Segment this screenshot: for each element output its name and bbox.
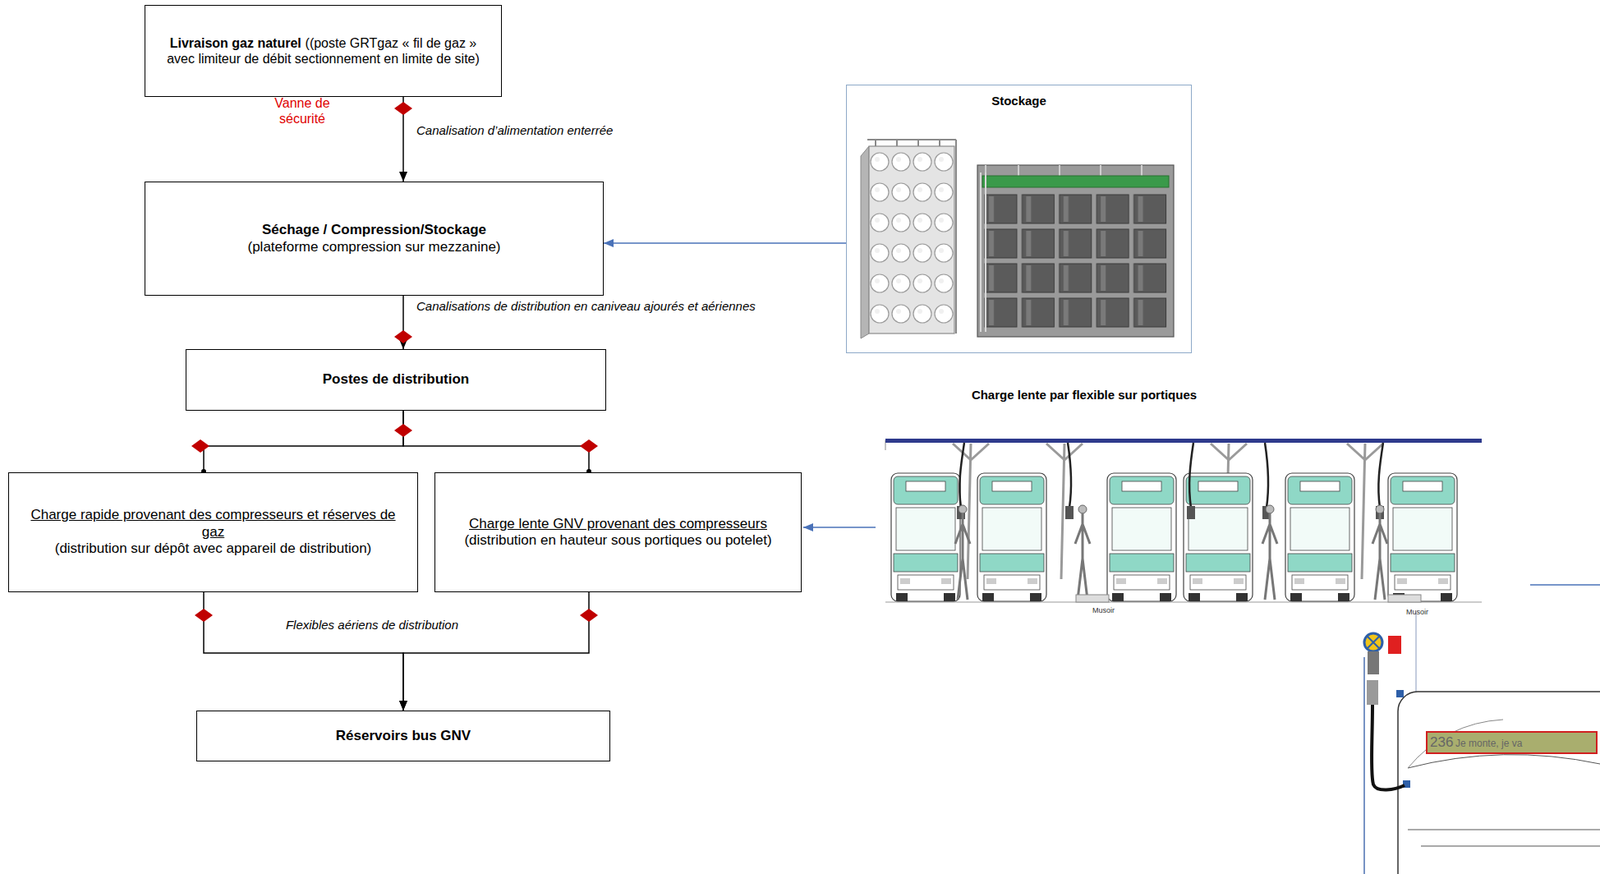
storage-cylinder-rack bbox=[985, 165, 1142, 176]
node-text: Livraison gaz naturel((poste GRTgaz « fi… bbox=[156, 35, 490, 67]
bus-detail bbox=[1363, 657, 1366, 874]
node-heading: Séchage / Compression/Stockage bbox=[235, 221, 513, 239]
process-box: Charge rapide provenant des compresseurs… bbox=[8, 472, 419, 593]
bus-detail bbox=[1364, 611, 1600, 874]
storage-sphere-rack bbox=[868, 146, 955, 334]
operators bbox=[1075, 505, 1090, 600]
bus-row bbox=[977, 473, 1047, 602]
bus-detail bbox=[1396, 689, 1404, 698]
node-body: (plateforme compression sur mezzanine) bbox=[235, 239, 513, 256]
storage-cylinder-rack bbox=[977, 165, 1174, 337]
valve-diamond bbox=[579, 439, 598, 453]
bus-detail bbox=[1364, 633, 1383, 652]
node-text: Charge rapide provenant des compresseurs… bbox=[23, 506, 403, 557]
storage-sphere-rack bbox=[860, 139, 957, 339]
connector bbox=[203, 592, 404, 711]
operators bbox=[1262, 505, 1278, 600]
connector bbox=[403, 592, 589, 711]
valve-diamond bbox=[394, 330, 413, 344]
bus-detail bbox=[1407, 754, 1600, 768]
fill-hoses bbox=[956, 442, 1384, 520]
edge-label: Flexibles aériens de distribution bbox=[257, 617, 488, 633]
process-box: Livraison gaz naturel((poste GRTgaz « fi… bbox=[144, 4, 502, 97]
storage-sphere-rack bbox=[867, 139, 957, 334]
process-box: Postes de distribution bbox=[185, 349, 607, 411]
bus-detail bbox=[1426, 731, 1597, 754]
process-box: Réservoirs bus GNV bbox=[196, 710, 611, 762]
bus-detail bbox=[1388, 635, 1402, 654]
edge-label: Canalisation d’alimentation enterrée bbox=[416, 123, 696, 138]
storage-sphere-rack bbox=[868, 149, 955, 332]
process-box: Charge lente GNV provenant des compresse… bbox=[434, 472, 802, 593]
bus-row bbox=[1285, 473, 1355, 602]
slow-fill-gantry bbox=[885, 438, 1482, 443]
pointer-line bbox=[1530, 583, 1600, 586]
operators bbox=[955, 505, 1388, 600]
storage-cylinder-rack bbox=[982, 192, 1169, 332]
bus-detail bbox=[1367, 651, 1380, 675]
operators bbox=[955, 505, 971, 600]
bus-row bbox=[891, 473, 961, 602]
operators bbox=[1372, 505, 1388, 600]
valve-diamond bbox=[194, 608, 213, 622]
fill-hoses bbox=[1186, 505, 1196, 520]
bus-row bbox=[1183, 473, 1253, 602]
node-body: (distribution sur dépôt avec appareil de… bbox=[23, 540, 403, 557]
storage-cylinder-rack bbox=[977, 165, 1174, 337]
valve-diamond bbox=[394, 423, 413, 437]
valve-label: Vanne de sécurité bbox=[261, 95, 344, 127]
bus-row bbox=[1388, 473, 1458, 602]
bus-detail bbox=[1366, 635, 1380, 649]
node-text: Charge lente GNV provenant des compresse… bbox=[463, 515, 773, 550]
valve-diamond bbox=[191, 439, 210, 453]
storage-sphere-rack bbox=[860, 146, 869, 339]
bus-detail bbox=[1407, 829, 1600, 846]
storage-cylinder-rack bbox=[980, 172, 986, 332]
fill-hoses bbox=[1264, 442, 1269, 508]
musoir-island bbox=[1388, 594, 1421, 603]
edge-label: Canalisations de distribution en canivea… bbox=[416, 298, 775, 314]
pointer-arrow bbox=[803, 526, 876, 529]
slow-fill-gantry bbox=[1046, 443, 1083, 580]
node-heading: Stockage bbox=[853, 93, 1185, 109]
node-heading: Livraison gaz naturel bbox=[170, 36, 302, 51]
part-label: Musoir bbox=[1406, 607, 1456, 617]
node-heading: Charge lente GNV provenant des compresse… bbox=[463, 515, 773, 533]
node-text: Réservoirs bus GNV bbox=[208, 727, 598, 745]
connector bbox=[403, 410, 589, 473]
node-text: Séchage / Compression/Stockage(plateform… bbox=[235, 221, 513, 256]
musoir-island bbox=[1075, 594, 1421, 603]
slow-fill-gantry bbox=[885, 438, 1482, 603]
musoir-island bbox=[1075, 594, 1109, 603]
bus-row bbox=[1107, 473, 1177, 602]
bus-detail bbox=[1371, 704, 1405, 791]
valve-diamond bbox=[579, 608, 598, 622]
node-heading: Charge rapide provenant des compresseurs… bbox=[23, 506, 403, 541]
node-text: Stockage bbox=[853, 93, 1185, 109]
node-heading: Postes de distribution bbox=[197, 371, 594, 388]
bus-row bbox=[891, 473, 1458, 602]
node-text: Postes de distribution bbox=[197, 371, 594, 388]
fill-hoses bbox=[1189, 442, 1194, 508]
destination-text: Je monte, je va bbox=[1455, 737, 1579, 750]
illustration-title: Charge lente par flexible sur portiques bbox=[903, 387, 1265, 403]
fill-hoses bbox=[1067, 442, 1072, 508]
fill-hoses bbox=[959, 442, 965, 508]
fill-hoses bbox=[1378, 442, 1384, 508]
fill-hoses bbox=[1065, 505, 1074, 520]
bus-detail bbox=[1366, 680, 1379, 705]
connector bbox=[203, 410, 404, 473]
picture-panel: Stockage bbox=[845, 84, 1192, 354]
node-heading: Réservoirs bus GNV bbox=[208, 727, 598, 745]
bus-detail bbox=[1397, 691, 1600, 874]
bus-detail bbox=[1416, 611, 1417, 692]
process-box: Séchage / Compression/Stockage(plateform… bbox=[144, 181, 604, 296]
part-label: Musoir bbox=[1092, 606, 1142, 616]
connector bbox=[603, 242, 846, 244]
valve-diamond bbox=[394, 101, 413, 115]
node-body: (distribution en hauteur sous portiques … bbox=[463, 532, 773, 549]
storage-cylinder-rack bbox=[982, 175, 1169, 188]
